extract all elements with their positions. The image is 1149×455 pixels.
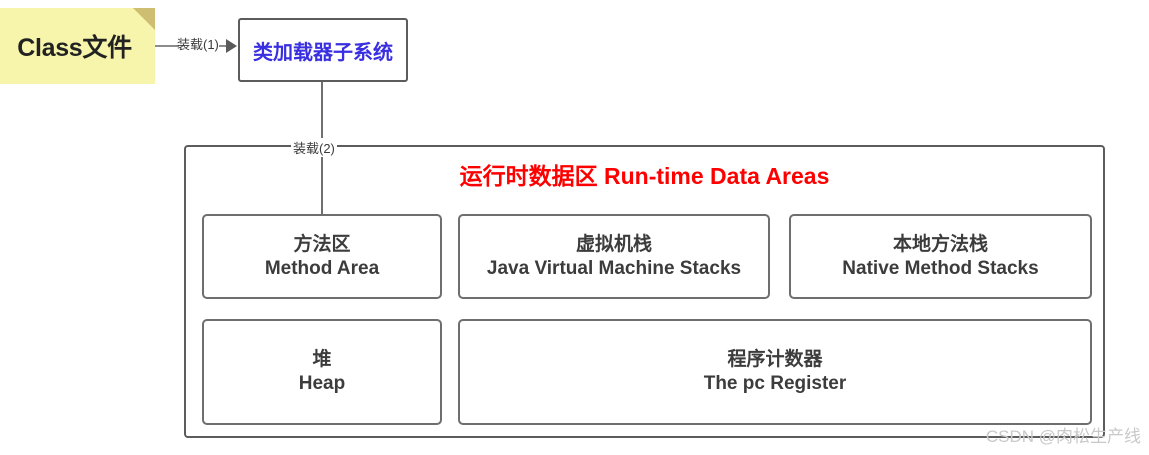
- memory-area-box-pc-register: 程序计数器 The pc Register: [458, 319, 1092, 425]
- memory-area-cn-label: 堆: [312, 349, 332, 371]
- memory-area-cn-label: 本地方法栈: [892, 233, 988, 255]
- memory-area-en-label: Java Virtual Machine Stacks: [486, 257, 742, 279]
- memory-area-cn-label: 方法区: [293, 233, 351, 255]
- memory-area-en-label: Native Method Stacks: [842, 257, 1039, 279]
- watermark: CSDN @肉松生产线: [985, 427, 1141, 446]
- memory-area-box-jvm-stacks: 虚拟机栈 Java Virtual Machine Stacks: [458, 214, 770, 299]
- load-1-arrow-label: 装载(1): [177, 37, 219, 52]
- memory-area-box-heap: 堆 Heap: [202, 319, 442, 425]
- memory-area-en-label: Heap: [298, 373, 346, 394]
- load-1-arrowhead-icon: [226, 39, 237, 53]
- load-2-arrow-line: [321, 82, 323, 247]
- class-file-note: Class文件: [0, 8, 155, 84]
- class-file-label: Class文件: [17, 34, 132, 62]
- memory-area-cn-label: 程序计数器: [727, 349, 823, 371]
- class-loader-subsystem-box: 类加载器子系统: [238, 18, 408, 82]
- page-fold-icon: [133, 8, 155, 30]
- runtime-data-areas-container: [184, 145, 1105, 438]
- class-loader-subsystem-label: 类加载器子系统: [253, 41, 393, 64]
- load-1-arrow-line-tail: [219, 45, 229, 47]
- load-2-arrow-label: 装载(2): [291, 138, 337, 157]
- memory-area-en-label: The pc Register: [703, 373, 847, 394]
- runtime-data-areas-title: 运行时数据区 Run-time Data Areas: [459, 163, 830, 189]
- memory-area-en-label: Method Area: [264, 257, 380, 279]
- memory-area-box-native-method-stacks: 本地方法栈 Native Method Stacks: [789, 214, 1092, 299]
- load-1-arrow-line: [155, 45, 179, 47]
- memory-area-box-method-area: 方法区 Method Area: [202, 214, 442, 299]
- memory-area-cn-label: 虚拟机栈: [575, 233, 652, 255]
